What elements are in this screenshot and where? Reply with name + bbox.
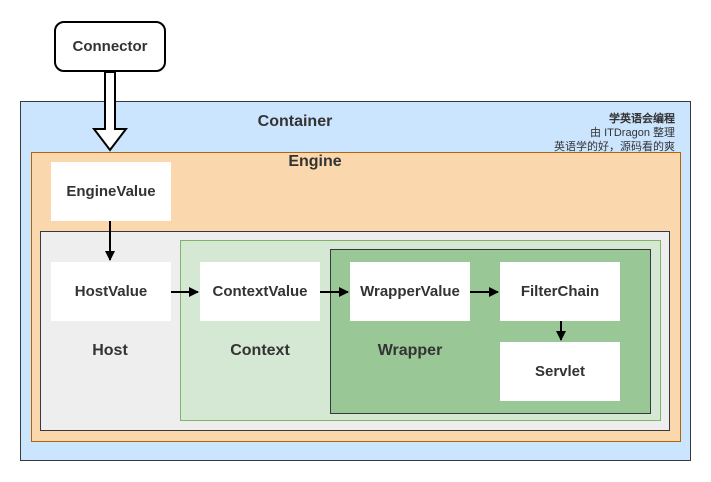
- wrapper-value-node: WrapperValue: [350, 262, 470, 321]
- context-label: Context: [230, 342, 290, 359]
- note-line-1: 学英语会编程: [609, 113, 675, 125]
- wrapper-value-label: WrapperValue: [360, 283, 460, 300]
- context-value-node: ContextValue: [200, 262, 320, 321]
- connector-label: Connector: [72, 38, 148, 55]
- connector-box: Connector: [54, 21, 166, 72]
- engine-value-label: EngineValue: [66, 183, 156, 200]
- wrapper-label: Wrapper: [377, 342, 443, 359]
- engine-value-node: EngineValue: [51, 162, 171, 221]
- engine-label: Engine: [288, 153, 342, 170]
- host-value-label: HostValue: [74, 283, 148, 300]
- servlet-label: Servlet: [534, 363, 586, 380]
- servlet-node: Servlet: [500, 342, 620, 401]
- host-value-node: HostValue: [51, 262, 171, 321]
- note-line-2: 由 ITDragon 整理: [590, 127, 675, 139]
- filter-chain-label: FilterChain: [520, 283, 600, 300]
- filter-chain-node: FilterChain: [500, 262, 620, 321]
- context-value-label: ContextValue: [212, 283, 308, 300]
- host-label: Host: [92, 342, 128, 359]
- connector-to-container-arrow: [91, 71, 129, 152]
- note-line-3: 英语学的好，源码看的爽: [554, 141, 675, 153]
- container-label: Container: [257, 113, 333, 130]
